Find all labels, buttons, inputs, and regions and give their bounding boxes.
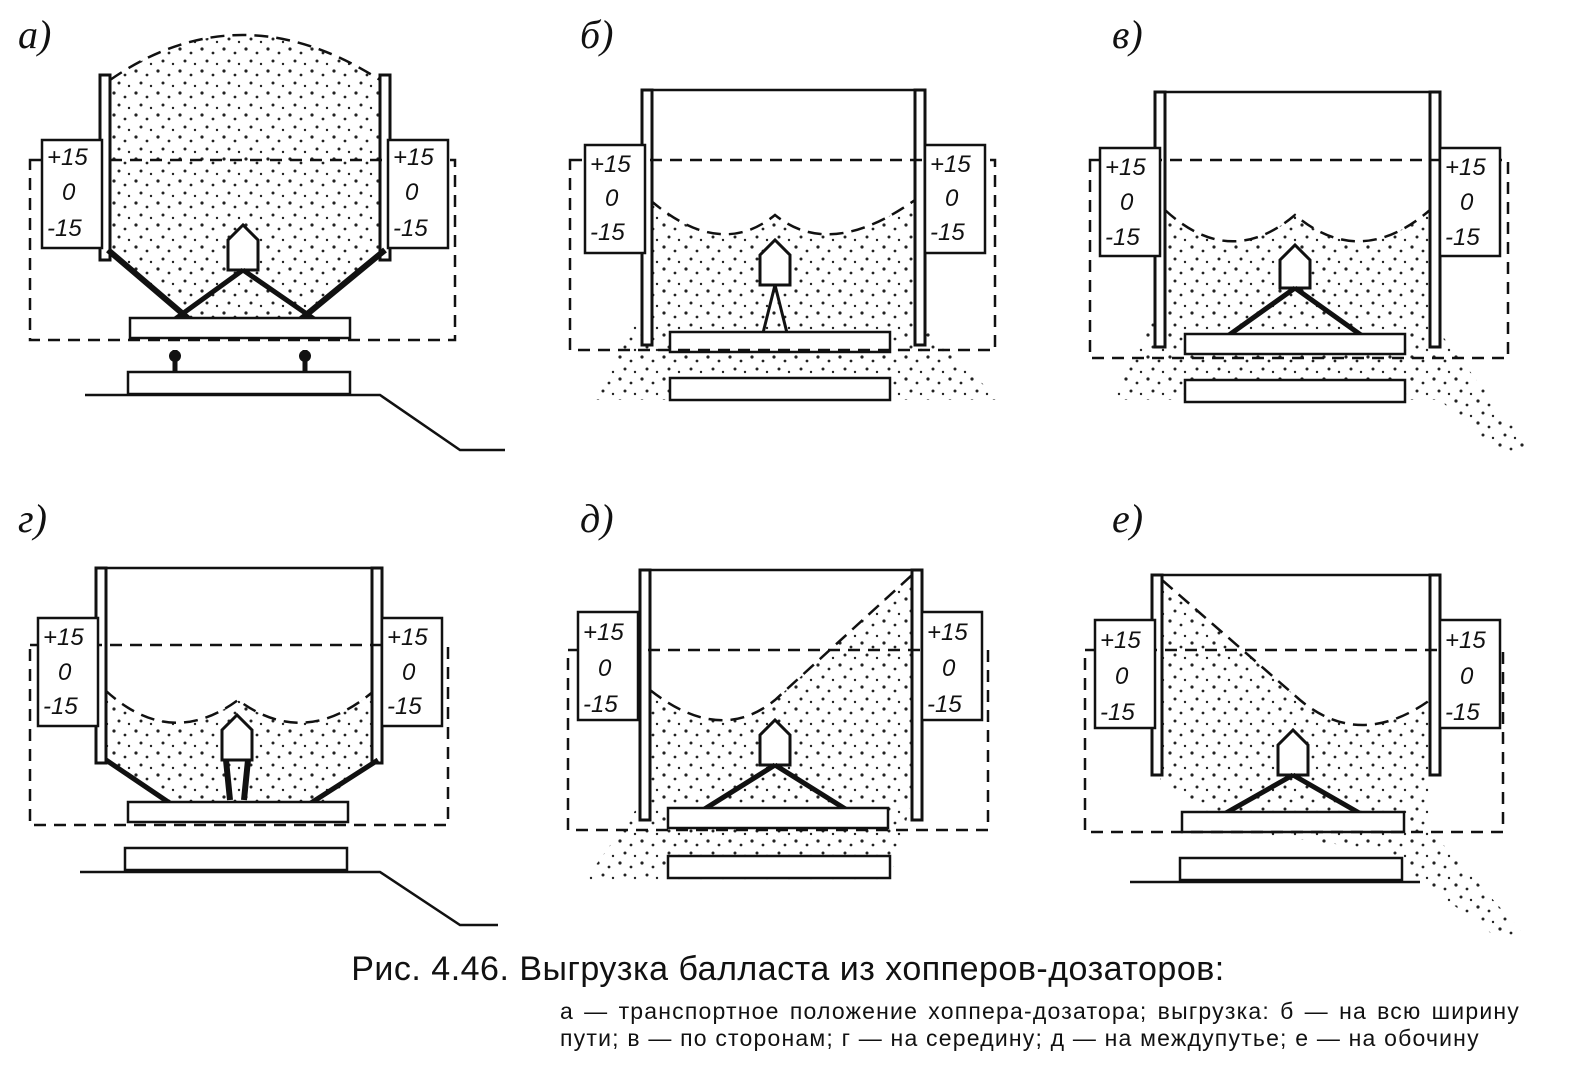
scale-mid-g-left: 0 [58,659,72,686]
scale-mid-b-right: 0 [945,185,959,212]
scale-bottom-e-left: -15 [1100,699,1135,726]
scale-top-b-left: +15 [590,151,631,178]
scale-top-e-right: +15 [1445,627,1486,654]
scale-bottom-e-right: -15 [1445,699,1480,726]
scale-top-d-left: +15 [583,619,624,646]
panel-a-hopper: +15 0 -15 +15 0 -15 [28,33,505,452]
scale-top-b-right: +15 [930,151,971,178]
scale-bottom-b-left: -15 [590,219,625,246]
panel-g-hopper: +15 0 -15 +15 0 -15 [28,566,498,927]
scale-top-d-right: +15 [927,619,968,646]
scale-bottom-d-right: -15 [927,691,962,718]
scale-mid-g-right: 0 [402,659,416,686]
scale-bottom-g-left: -15 [43,693,78,720]
figure-caption-body: а — транспортное положение хоппера-дозат… [560,998,1520,1052]
panel-label-b: б) [580,12,613,57]
scale-mid-b-left: 0 [605,185,619,212]
scale-bottom-b-right: -15 [930,219,965,246]
scale-mid-a-right: 0 [405,179,419,206]
scale-bottom-a-right: -15 [393,215,428,242]
scale-mid-e-left: 0 [1115,663,1129,690]
scale-top-a-left: +15 [47,144,88,171]
scale-mid-e-right: 0 [1460,663,1474,690]
panel-label-g: г) [18,496,47,541]
scale-mid-v-left: 0 [1120,189,1134,216]
panel-label-e: е) [1112,496,1143,541]
scale-bottom-g-right: -15 [387,693,422,720]
scale-top-g-right: +15 [387,624,428,651]
panel-label-a: а) [18,12,51,57]
scale-bottom-d-left: -15 [583,691,618,718]
figure-caption-text: а — транспортное положение хоппера-дозат… [560,998,1520,1051]
panel-b-hopper: +15 0 -15 +15 0 -15 [568,88,1000,402]
panel-d-hopper: +15 0 -15 +15 0 -15 [566,568,990,880]
scale-top-e-left: +15 [1100,627,1141,654]
scale-bottom-a-left: -15 [47,215,82,242]
panel-label-v: в) [1112,12,1143,57]
scale-bottom-v-left: -15 [1105,224,1140,251]
panel-v-hopper: +15 0 -15 +15 0 -15 [1088,90,1535,455]
figure-caption-title: Рис. 4.46. Выгрузка балласта из хопперов… [351,950,1225,988]
panel-e-hopper: +15 0 -15 +15 0 -15 [1083,573,1525,940]
scale-top-a-right: +15 [393,144,434,171]
hopper-diagram-figure: а) б) в) г) д) е) +15 0 -15 +15 0 -15 [18,12,1535,940]
scale-top-v-left: +15 [1105,154,1146,181]
scale-top-v-right: +15 [1445,154,1486,181]
scale-mid-v-right: 0 [1460,189,1474,216]
scale-mid-a-left: 0 [62,179,76,206]
panel-label-d: д) [580,496,614,541]
scale-mid-d-left: 0 [598,655,612,682]
scale-top-g-left: +15 [43,624,84,651]
scale-mid-d-right: 0 [942,655,956,682]
scale-bottom-v-right: -15 [1445,224,1480,251]
